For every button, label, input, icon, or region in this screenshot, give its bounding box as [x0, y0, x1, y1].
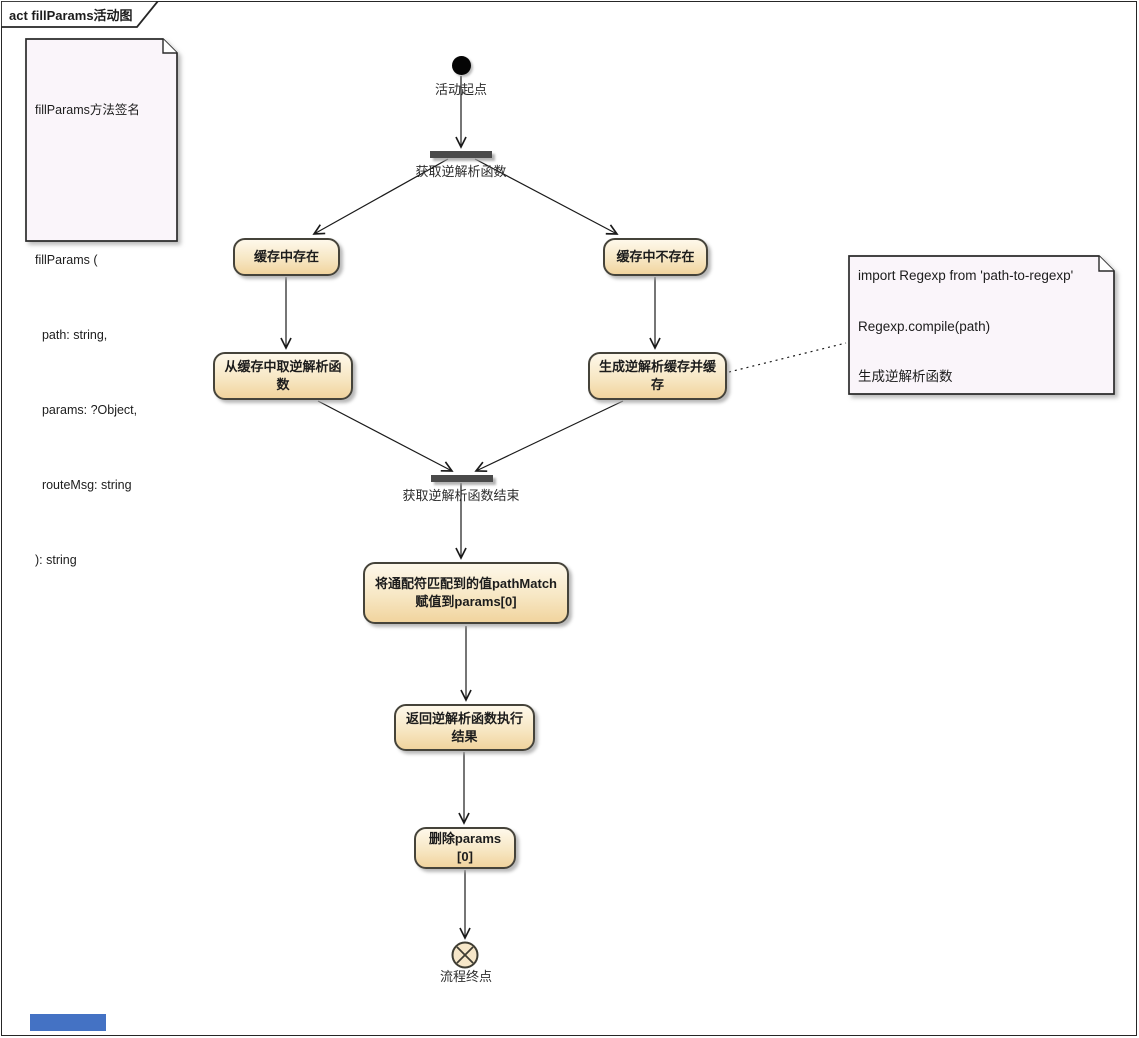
blue-marker [30, 1014, 106, 1031]
activity-label: 从缓存中取逆解析函 [224, 359, 342, 374]
activity-return-result[interactable]: 返回逆解析函数执行 结果 [394, 704, 535, 751]
note-line: import Regexp from 'path-to-regexp' [858, 268, 1074, 283]
note-line: Regexp.compile(path) [858, 318, 991, 334]
activity-generate-cache[interactable]: 生成逆解析缓存并缓 存 [588, 352, 727, 400]
note-line: params: ?Object, [35, 403, 138, 417]
activity-assign-pathmatch[interactable]: 将通配符匹配到的值pathMatch 赋值到params[0] [363, 562, 569, 624]
frame-title-tab [1, 1, 159, 28]
end-node-x [456, 946, 474, 964]
join-bar-label: 获取逆解析函数结束 [402, 488, 520, 503]
frame-title-tab-shape [1, 1, 159, 28]
note-line: fillParams方法签名 [35, 103, 140, 117]
note-regexp-shape[interactable] [848, 255, 1116, 396]
activity-label: 结果 [451, 728, 478, 744]
activity-label: 赋值到params[0] [415, 594, 517, 609]
note-line [35, 173, 171, 198]
note-regexp-text: import Regexp from 'path-to-regexp' Rege… [858, 267, 1106, 385]
activity-label: [0] [457, 849, 473, 864]
activity-label: 缓存中存在 [253, 249, 319, 264]
note-signature-shape[interactable] [25, 38, 179, 243]
diagram-title: act fillParams活动图 [9, 8, 133, 23]
activity-label: 生成逆解析缓存并缓 [598, 359, 716, 374]
activity-label: 返回逆解析函数执行 [405, 710, 523, 726]
start-node-label: 活动起点 [434, 82, 488, 97]
activity-cache-miss[interactable]: 缓存中不存在 [603, 238, 708, 276]
note-line: fillParams ( [35, 253, 98, 267]
activity-label: 缓存中不存在 [616, 249, 695, 264]
activity-label: 将通配符匹配到的值pathMatch [374, 576, 557, 591]
note-line: 生成逆解析函数 [858, 369, 953, 384]
fork-bar[interactable] [430, 151, 492, 158]
start-node[interactable] [452, 56, 471, 75]
note-fold-corner [1098, 256, 1114, 272]
activity-get-from-cache[interactable]: 从缓存中取逆解析函 数 [213, 352, 353, 400]
end-node[interactable] [449, 939, 483, 973]
note-line: path: string, [35, 328, 108, 342]
fork-bar-label: 获取逆解析函数 [415, 164, 507, 179]
note-line: ): string [35, 553, 77, 567]
note-fold-corner [162, 39, 177, 54]
activity-label: 数 [276, 377, 290, 392]
note-line: routeMsg: string [35, 478, 132, 492]
activity-label: 删除params [428, 831, 502, 846]
end-node-label: 流程终点 [439, 969, 493, 984]
activity-label: 存 [650, 377, 664, 392]
activity-cache-hit[interactable]: 缓存中存在 [233, 238, 340, 276]
note-signature-text: fillParams方法签名 fillParams ( path: string… [35, 48, 171, 623]
activity-delete-params[interactable]: 删除params [0] [414, 827, 516, 869]
join-bar[interactable] [431, 475, 493, 482]
